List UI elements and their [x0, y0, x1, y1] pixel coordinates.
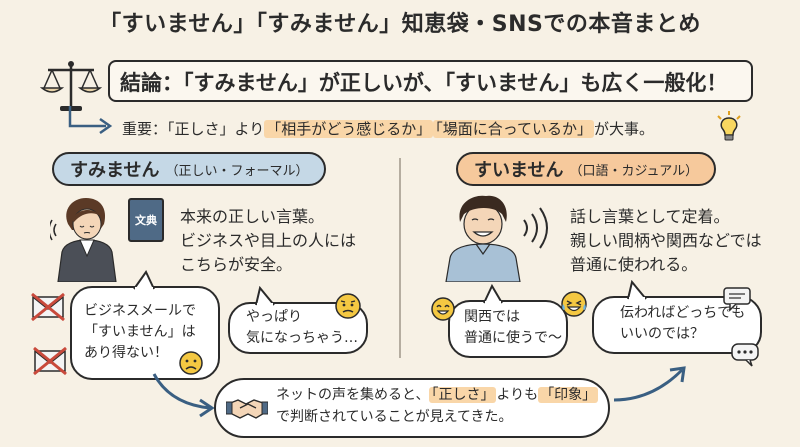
sumimasen-heading-pill: すみません （正しい・フォーマル） [52, 152, 327, 186]
important-suffix: が大事。 [593, 120, 654, 138]
bubble-line: いいのでは？ [620, 326, 704, 342]
crossed-envelope-icon [31, 292, 65, 322]
smiling-face-emoji-icon [431, 297, 455, 321]
bubble-line: 関西では [464, 309, 520, 325]
bubble-line: ビジネスメールで [84, 303, 196, 319]
bent-arrow-icon [68, 106, 113, 135]
casual-man-talking-illustration [445, 195, 548, 282]
important-note: 重要：「正しさ」より「相手がどう感じるか」「場面に合っているか」が大事。 [122, 118, 654, 139]
speech-bubble-text: 伝わればどっちでも いいのでは？ [620, 303, 745, 345]
conclusion-prefix: 結論：「すみません」が正しいが、 [120, 71, 445, 95]
important-highlight-2: 「場面に合っているか」 [433, 120, 594, 138]
speech-bubble-tail [627, 280, 647, 300]
sad-face-emoji-icon [179, 351, 203, 375]
speech-bubble-tail [255, 286, 275, 306]
desc-line: ビジネスや目上の人には [180, 231, 357, 250]
book-label: 文典 [135, 214, 157, 227]
chat-bubble-icon [723, 287, 751, 312]
laughing-tears-emoji-icon [561, 291, 587, 317]
speech-bubble-tail [133, 270, 155, 290]
bubble-line: 「すいません」は [84, 324, 196, 340]
summary-prefix: ネットの声を集めると、 [276, 387, 430, 403]
summary-highlight-impression: 「印象」 [538, 387, 599, 403]
desc-line: 親しい間柄や関西などでは [570, 231, 762, 250]
flow-arrow-right [613, 366, 686, 402]
speech-bubble-tail [483, 284, 503, 304]
bubble-line: やっぱり [246, 309, 302, 325]
summary-mid: よりも [496, 387, 539, 403]
page-title: 「すいません」「すみません」知恵袋・SNSでの本音まとめ [99, 12, 701, 37]
speech-bubble [448, 300, 568, 358]
speech-bubble-text: ビジネスメールで 「すいません」は あり得ない！ [84, 301, 196, 364]
balance-scale-icon [40, 61, 102, 111]
desc-line: 話し言葉として定着。 [570, 207, 730, 226]
bubble-line: 伝わればどっちでも [620, 305, 746, 321]
conclusion-text: 結論：「すみません」が正しいが、「すいません」も広く一般化！ [120, 67, 727, 97]
worried-face-emoji-icon [335, 293, 361, 319]
important-highlight-1: 「相手がどう感じるか」 [264, 120, 434, 138]
desc-line: 本来の正しい言葉。 [180, 207, 325, 226]
sumimasen-subheading: （正しい・フォーマル） [165, 163, 309, 179]
desc-line: 普通に使われる。 [570, 255, 698, 274]
handshake-icon [226, 399, 268, 419]
bubble-line: あり得ない！ [84, 345, 168, 361]
summary-line-2: で判断されていることが見えてきた。 [276, 409, 513, 425]
summary-line-1: ネットの声を集めると、「正しさ」よりも「印象」 [276, 384, 599, 406]
bubble-line: 普通に使うで〜 [464, 330, 562, 346]
suimasen-subheading: （口語・カジュアル） [569, 163, 699, 179]
speech-bubble-text: 関西では 普通に使うで〜 [464, 307, 562, 349]
sumimasen-heading: すみません [70, 160, 160, 181]
lightbulb-icon [717, 111, 741, 141]
section-divider [399, 158, 401, 358]
desc-line: こちらが安全。 [180, 255, 293, 274]
important-prefix: 重要：「正しさ」より [122, 120, 265, 138]
bubble-line: 気になっちゃう… [246, 330, 358, 346]
suimasen-heading: すいません [474, 160, 564, 181]
speech-bubble-text: やっぱり 気になっちゃう… [246, 307, 358, 349]
suimasen-heading-pill: すいません （口語・カジュアル） [456, 152, 717, 186]
suimasen-description: 話し言葉として定着。 親しい間柄や関西などでは 普通に使われる。 [570, 205, 762, 277]
flow-arrow-left [152, 373, 215, 418]
conclusion-box [108, 60, 753, 102]
sumimasen-description: 本来の正しい言葉。 ビジネスや目上の人には こちらが安全。 [180, 205, 356, 277]
crossed-envelope-icon [33, 346, 67, 376]
conclusion-highlight: 「すいません」も広く一般化！ [444, 71, 728, 95]
businesswoman-bowing-illustration [50, 198, 117, 282]
summary-highlight-correctness: 「正しさ」 [429, 387, 497, 403]
dictionary-book-icon: 文典 [128, 198, 164, 242]
typing-bubble-icon [731, 343, 759, 367]
summary-text: ネットの声を集めると、「正しさ」よりも「印象」 で判断されていることが見えてきた… [276, 384, 599, 428]
